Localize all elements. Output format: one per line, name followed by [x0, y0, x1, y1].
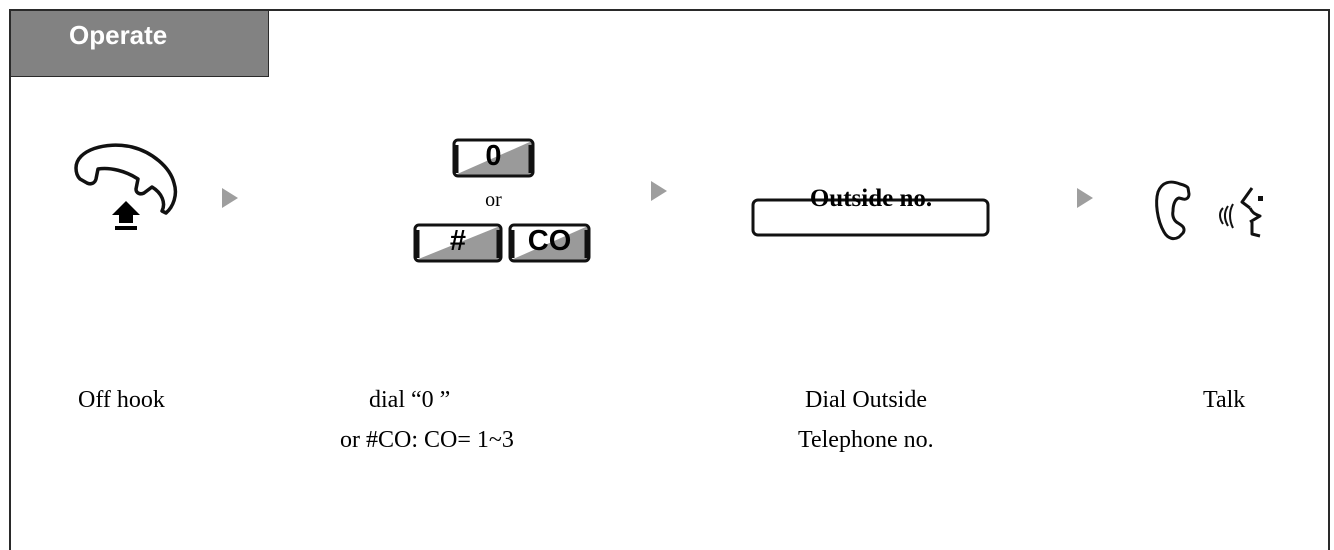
key-0-button: [452, 138, 535, 178]
talking-handset-icon: [1155, 180, 1263, 241]
caption-dial-line-2: or #CO: CO= 1~3: [340, 427, 514, 453]
key-hash-label: #: [449, 225, 467, 257]
key-hash-button: [413, 223, 503, 263]
arrow-icon-3: [1077, 188, 1093, 208]
arrow-icon-2: [651, 181, 667, 201]
caption-dial-outside-line-1: Dial Outside: [805, 387, 927, 413]
header-title: Operate: [69, 20, 168, 50]
outside-number-label: Outside no.: [809, 185, 933, 212]
caption-dial-outside-line-2: Telephone no.: [798, 427, 934, 453]
outside-number-box: [751, 198, 990, 237]
or-label: or: [485, 189, 502, 211]
handset-off-hook-icon: [74, 143, 178, 230]
key-co-button: [508, 223, 591, 263]
key-co-label: CO: [527, 225, 572, 257]
caption-talk: Talk: [1203, 387, 1246, 413]
caption-dial-line-1: dial “0 ”: [369, 387, 451, 413]
arrow-icon-1: [222, 188, 238, 208]
caption-off-hook: Off hook: [78, 387, 165, 413]
header-tab: [11, 11, 269, 77]
diagram-frame: [9, 9, 1330, 550]
key-0-label: 0: [485, 140, 502, 172]
